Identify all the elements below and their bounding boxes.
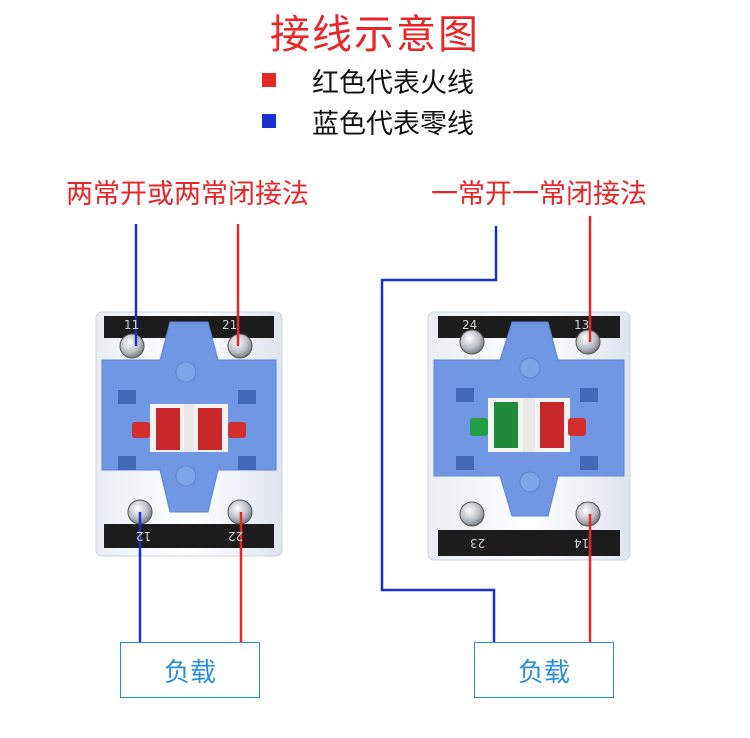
left-red-tab (228, 422, 246, 438)
screw-icon (459, 329, 485, 355)
left-terminal-label-tr: 21 (222, 318, 238, 332)
right-slot (456, 456, 474, 470)
right-bottom-terminal-strip (438, 530, 620, 556)
screw-icon (119, 333, 145, 359)
left-red-contact (198, 408, 222, 450)
left-heading: 两常开或两常闭接法 (66, 179, 309, 210)
diagram-title: 接线示意图 (270, 12, 480, 58)
right-terminal-label-tl: 24 (462, 318, 478, 332)
left-boss (175, 465, 197, 487)
right-boss (519, 357, 541, 379)
screw-icon (575, 329, 601, 355)
left-slot (118, 456, 136, 470)
legend-neutral-label: 蓝色代表零线 (312, 108, 474, 140)
left-load-box: 负载 (120, 642, 260, 698)
right-boss (519, 471, 541, 493)
left-boss (175, 361, 197, 383)
left-contact-block (95, 311, 283, 557)
left-bottom-terminal-strip (104, 524, 274, 548)
left-terminal-label-tl: 11 (124, 318, 140, 332)
right-green-tab (470, 418, 488, 436)
left-red-contact (156, 408, 180, 450)
left-terminal-label-br: 22 (228, 529, 244, 543)
right-divider (523, 398, 535, 452)
legend-live: 红色代表火线 (262, 64, 474, 99)
left-slot (238, 456, 256, 470)
right-contact-block (427, 311, 631, 561)
wires (134, 216, 592, 642)
left-slot (238, 390, 256, 404)
right-neutral-bypass-wire (380, 226, 498, 642)
screw-icon (227, 333, 253, 359)
legend-live-label: 红色代表火线 (312, 67, 474, 99)
blue-square-icon (262, 114, 276, 128)
left-slot (118, 390, 136, 404)
legend-neutral: 蓝色代表零线 (262, 105, 474, 140)
right-green-contact (494, 402, 518, 448)
left-terminal-label-bl: 12 (136, 529, 152, 543)
right-terminal-label-bl: 23 (470, 536, 486, 550)
right-slot (580, 388, 598, 402)
right-slot (580, 456, 598, 470)
right-load-box: 负载 (474, 642, 614, 698)
right-heading: 一常开一常闭接法 (431, 179, 647, 210)
right-terminal-label-tr: 13 (574, 318, 590, 332)
screw-icon (575, 501, 601, 527)
right-red-contact (540, 402, 564, 448)
right-terminal-label-br: 14 (574, 536, 590, 550)
right-red-tab (568, 418, 586, 436)
left-red-tab (132, 422, 150, 438)
right-slot (456, 388, 474, 402)
left-divider (184, 404, 194, 452)
red-square-icon (262, 73, 276, 87)
screw-icon (459, 501, 485, 527)
